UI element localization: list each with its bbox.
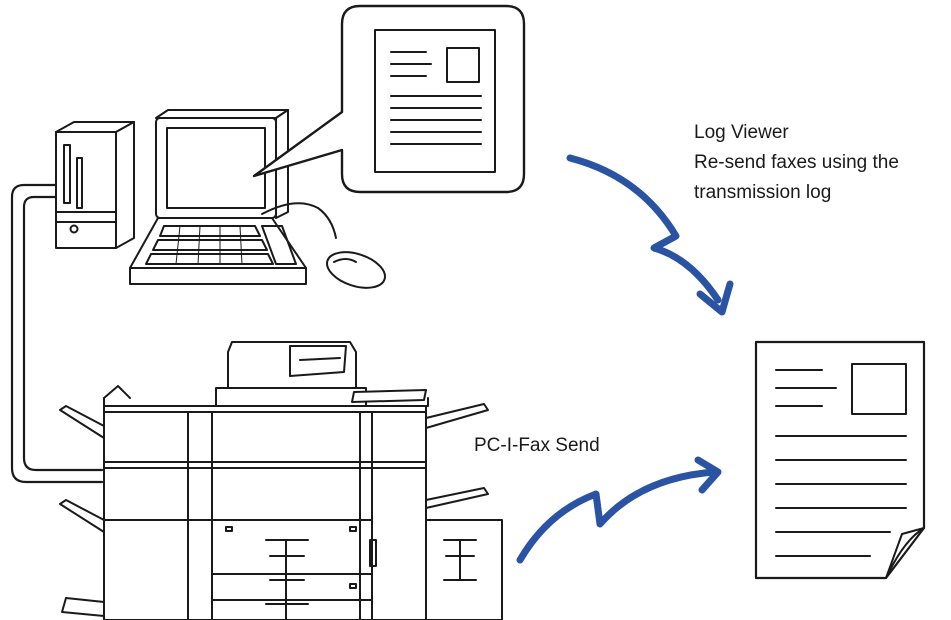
desktop-computer-icon: [55, 121, 135, 249]
log-viewer-label: Log Viewer Re-send faxes using the trans…: [694, 118, 899, 208]
keyboard-icon: [129, 217, 307, 285]
pc-ifax-send-arrow: [516, 456, 722, 564]
log-viewer-arrow: [566, 154, 734, 316]
pc-ifax-send-label: PC-I-Fax Send: [474, 435, 600, 456]
log-viewer-title: Log Viewer: [694, 122, 789, 143]
speech-bubble-document-icon: [252, 4, 526, 194]
log-viewer-description-line1: Re-send faxes using the: [694, 152, 899, 173]
mouse-icon: [261, 202, 386, 289]
connection-cable: [10, 183, 104, 484]
log-viewer-description-line2: transmission log: [694, 182, 832, 203]
multifunction-printer-icon: [59, 341, 503, 620]
fax-document-icon: [754, 340, 926, 580]
